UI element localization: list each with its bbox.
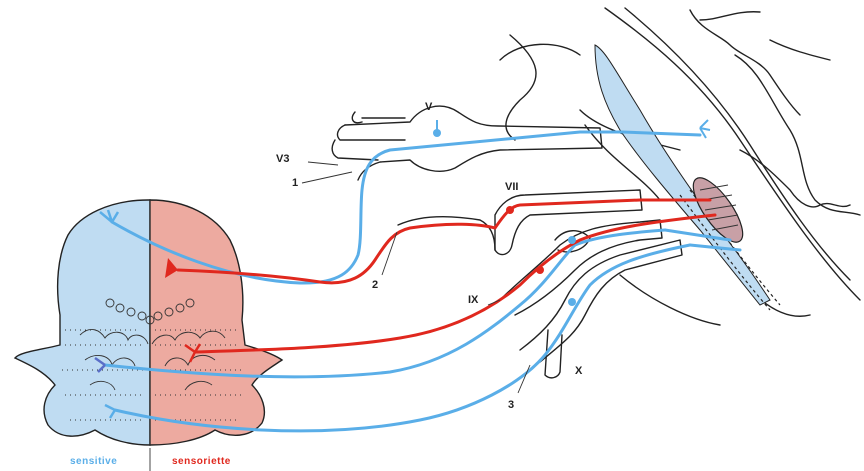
tongue-left-half [15,200,150,445]
glossopharyngeal-red [195,215,715,352]
label-2: 2 [372,279,378,291]
label-1: 1 [292,177,298,189]
label-v3: V3 [276,153,289,165]
tongue [15,200,282,445]
legend-sensoriette: sensoriette [172,456,231,467]
label-x: X [575,365,583,377]
legend-sensitive: sensitive [70,456,117,467]
label-vii: VII [505,181,518,193]
label-v: V [425,101,433,113]
facial-nerve-ganglion [398,190,642,255]
tongue-right-half [150,200,282,445]
label-3: 3 [508,399,514,411]
legend: sensitive sensoriette [70,448,231,471]
label-ix: IX [468,294,479,306]
brainstem-outline [500,8,860,325]
